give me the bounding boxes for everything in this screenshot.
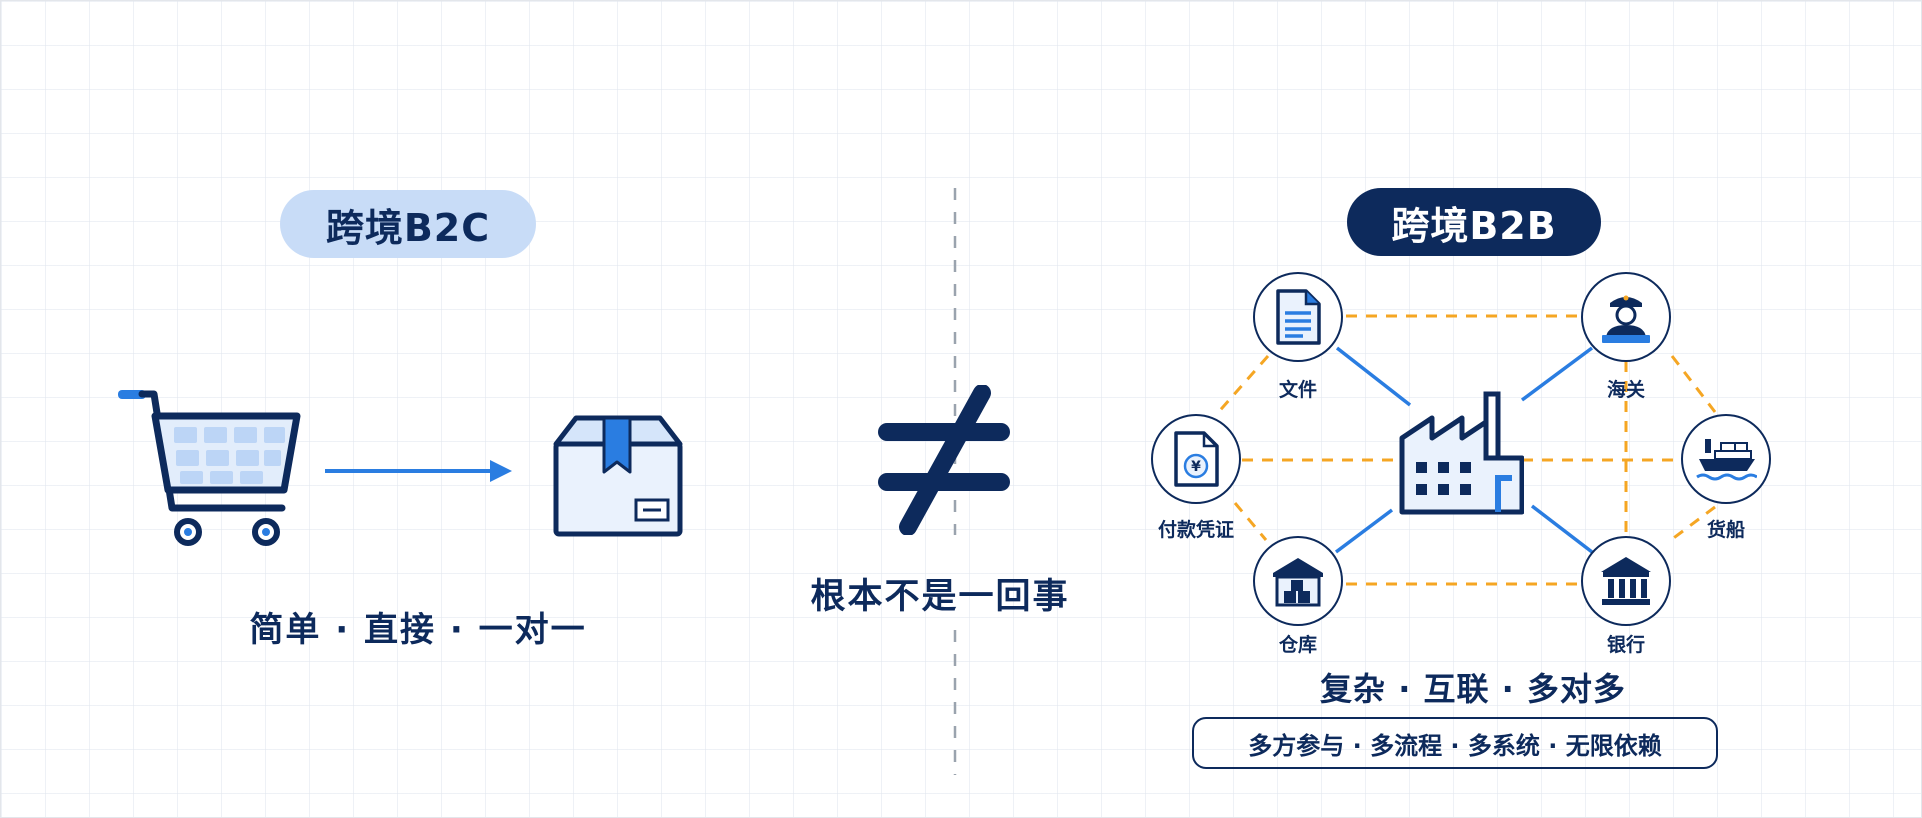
- svg-text:¥: ¥: [1191, 459, 1201, 475]
- customs-officer-icon: [1602, 295, 1650, 343]
- node-payment: ¥: [1151, 414, 1241, 504]
- not-equal-icon: [878, 385, 1010, 535]
- node-bank: [1581, 536, 1671, 626]
- flow-arrow-head: [490, 460, 512, 482]
- node-label-warehouse: 仓库: [1278, 634, 1318, 656]
- warehouse-icon: [1273, 558, 1323, 607]
- bank-icon: [1601, 557, 1651, 605]
- node-label-shipping: 货船: [1706, 519, 1746, 541]
- shopping-cart-icon: [118, 390, 301, 546]
- b2c-tagline: 简单 · 直接 · 一对一: [249, 610, 587, 650]
- node-warehouse: [1253, 536, 1343, 626]
- node-label-bank: 银行: [1606, 634, 1646, 656]
- node-customs: [1581, 272, 1671, 362]
- b2b-tagline: 复杂 · 互联 · 多对多: [1320, 670, 1626, 708]
- cargo-ship-icon: [1696, 439, 1757, 481]
- b2c-title-pill: 跨境B2C: [280, 190, 536, 258]
- node-label-customs: 海关: [1606, 379, 1646, 401]
- factory-icon: [1399, 391, 1524, 515]
- package-box-icon: [553, 415, 683, 537]
- node-label-documents: 文件: [1278, 379, 1318, 401]
- payment-receipt-icon: ¥: [1174, 431, 1219, 487]
- node-documents: [1253, 272, 1343, 362]
- node-shipping: [1681, 414, 1771, 504]
- document-icon: [1276, 289, 1321, 345]
- hub-links: [1334, 346, 1594, 554]
- node-label-payment: 付款凭证: [1157, 519, 1235, 541]
- b2b-subtagline-box: 多方参与 · 多流程 · 多系统 · 无限依赖: [1192, 717, 1718, 769]
- b2b-title-pill: 跨境B2B: [1347, 188, 1601, 256]
- comparison-tagline: 根本不是一回事: [810, 577, 1070, 617]
